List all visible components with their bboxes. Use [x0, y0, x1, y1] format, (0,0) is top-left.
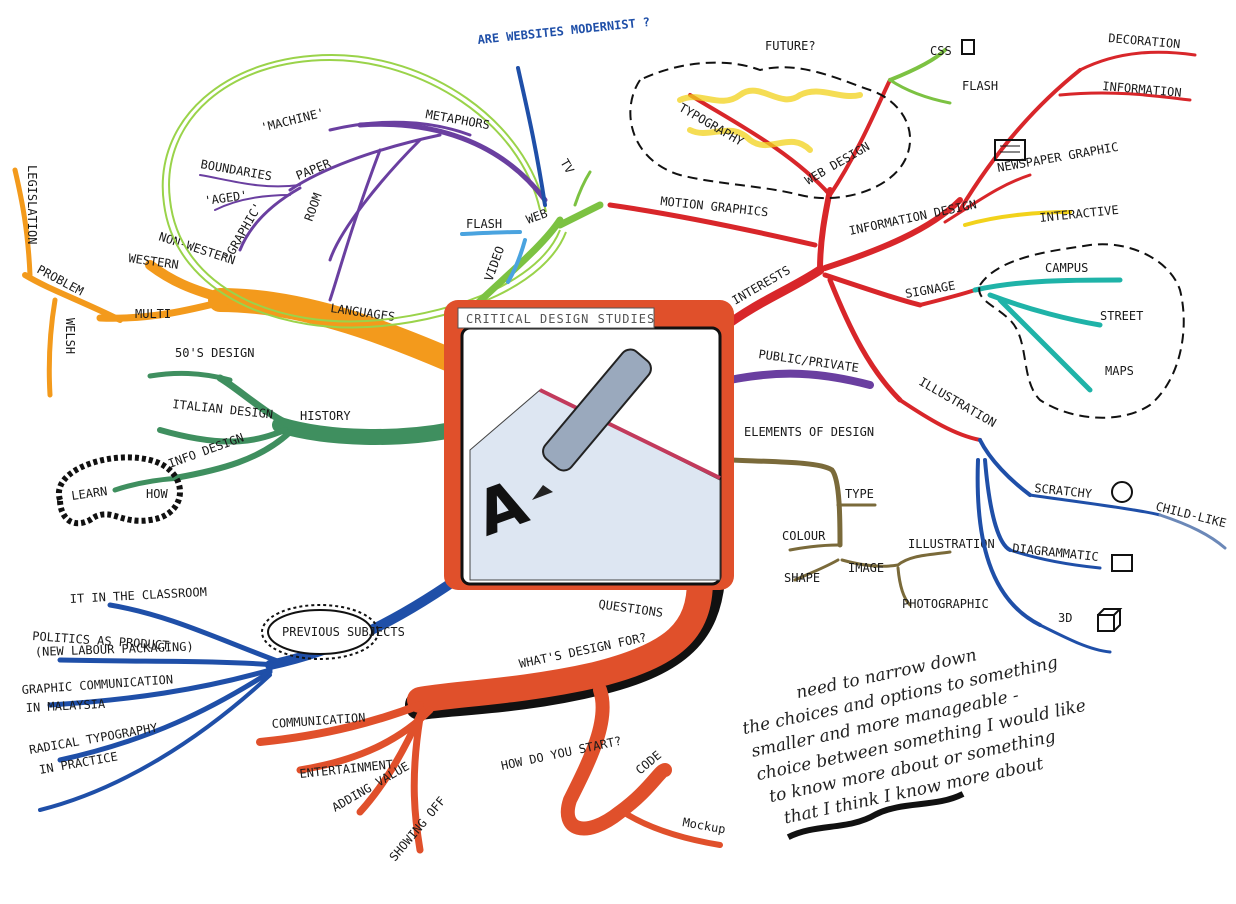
history-label: HISTORY — [300, 409, 351, 423]
italian-design-label: ITALIAN DESIGN — [172, 397, 274, 421]
illustration-label: ILLUSTRATION — [917, 374, 999, 429]
newspaper-graphic-label: NEWSPAPER GRAPHIC — [996, 140, 1119, 175]
web-label: WEB — [524, 206, 549, 227]
branch-interests — [607, 50, 1197, 442]
boundaries-label: BOUNDARIES — [199, 157, 273, 183]
branch-questions — [256, 565, 725, 854]
mockup-label: Mockup — [681, 815, 726, 836]
western-label: WESTERN — [128, 251, 180, 272]
branch-web — [446, 66, 604, 334]
branch-history — [112, 370, 460, 493]
machine-label: 'MACHINE' — [259, 106, 325, 135]
future-label: FUTURE? — [765, 39, 816, 53]
scratchy-label: SCRATCHY — [1034, 481, 1094, 501]
graphic-label: 'GRAPHIC' — [220, 200, 265, 263]
branch-previous-subjects — [38, 565, 475, 812]
previous-subjects-label: PREVIOUS SUBJECTS — [282, 625, 405, 639]
elements-of-design-label: ELEMENTS OF DESIGN — [744, 425, 874, 439]
learn-label: LEARN — [70, 484, 108, 503]
image-label: IMAGE — [848, 561, 884, 575]
questions-label: QUESTIONS — [598, 597, 664, 620]
how-do-you-start-label: HOW DO YOU START? — [500, 734, 623, 773]
aged-label: 'AGED' — [203, 188, 248, 208]
illustration-element-label: ILLUSTRATION — [908, 537, 995, 551]
type-label: TYPE — [845, 487, 874, 501]
welsh-label: WELSH — [63, 318, 77, 354]
future-cloud — [629, 61, 911, 199]
campus-label: CAMPUS — [1045, 261, 1088, 275]
previous-subject-item: IT IN THE CLASSROOM — [69, 585, 207, 606]
interactive-label: INTERACTIVE — [1039, 203, 1120, 225]
shape-label: SHAPE — [784, 571, 820, 585]
face-doodle-icon — [1111, 481, 1133, 503]
colour-label: COLOUR — [782, 529, 826, 543]
pen-writing-on-paper-icon: A — [466, 348, 721, 581]
room-label: ROOM — [302, 191, 325, 223]
central-image: A — [444, 300, 734, 590]
branch-elements-of-design — [727, 457, 952, 607]
handwritten-note: need to narrow down the choices and opti… — [741, 645, 1088, 840]
websites-question-line: ARE WEBSITES MODERNIST ? — [477, 15, 651, 47]
metaphors-enclosure — [161, 53, 567, 329]
decoration-label: DECORATION — [1108, 31, 1181, 51]
websites-question: ARE WEBSITES MODERNIST ? — [477, 15, 651, 47]
communication-label: COMMUNICATION — [271, 710, 366, 731]
robot-doodle-icon — [1111, 554, 1133, 572]
cube-doodle-icon — [1097, 608, 1123, 632]
maps-label: MAPS — [1105, 364, 1134, 378]
paper-label: PAPER — [294, 156, 333, 183]
multi-label: MULTI — [135, 307, 171, 321]
flash-web-label: FLASH — [466, 217, 502, 231]
street-label: STREET — [1100, 309, 1143, 323]
previous-subject-item: (NEW LABOUR PACKAGING) — [35, 639, 194, 659]
information-label: INFORMATION — [1102, 79, 1182, 100]
interests-sub-branches — [888, 48, 1123, 393]
central-title: CRITICAL DESIGN STUDIES — [466, 312, 655, 326]
branch-public-private — [726, 369, 874, 389]
how-label: HOW — [146, 487, 168, 501]
previous-subjects-badge — [261, 604, 379, 660]
3d-label: 3D — [1058, 611, 1072, 625]
legislation-label: LEGISLATION — [25, 165, 39, 244]
fifties-design-label: 50'S DESIGN — [175, 346, 254, 360]
learn-cloud — [55, 454, 183, 527]
previous-subject-item: IN MALAYSIA — [25, 697, 106, 715]
flash-label: FLASH — [962, 79, 998, 93]
photographic-label: PHOTOGRAPHIC — [902, 597, 989, 611]
tv-label: TV — [557, 157, 576, 177]
future-scribble — [677, 87, 863, 153]
branch-illustration-styles — [975, 438, 1227, 654]
signage-cloud — [978, 243, 1185, 419]
newspaper-icon — [994, 139, 1026, 161]
scribble-out — [786, 791, 965, 840]
branch-metaphors — [199, 120, 548, 302]
css-icon — [961, 39, 975, 55]
css-label: CSS — [930, 44, 952, 58]
